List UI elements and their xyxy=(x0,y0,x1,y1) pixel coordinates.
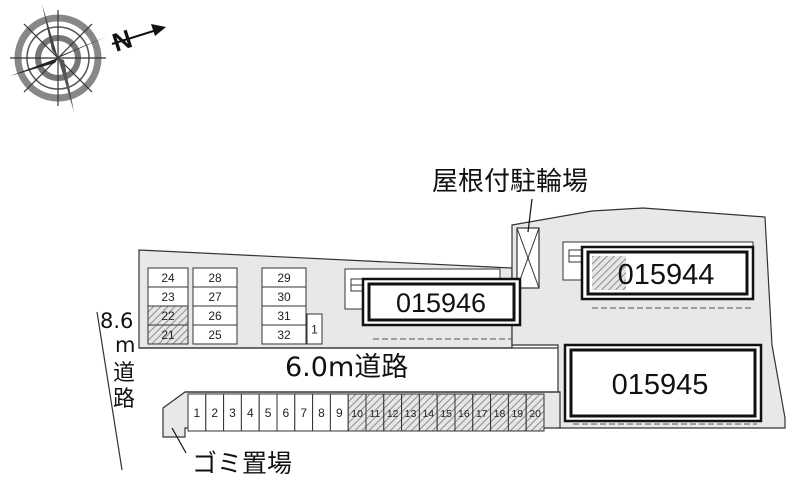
parking-slot-number: 30 xyxy=(277,290,291,304)
building-015946: 015946 xyxy=(344,268,522,340)
parking-slot-number: 31 xyxy=(277,309,291,323)
garbage-area-leader xyxy=(171,427,187,454)
parking-slot-number: 25 xyxy=(208,328,222,342)
parking-slot-number: 11 xyxy=(369,408,380,420)
north-label: N xyxy=(109,23,136,57)
parking-slot-number: 3 xyxy=(229,406,236,420)
parking-slot-number: 13 xyxy=(405,408,417,420)
parking-slot-number: 32 xyxy=(277,328,291,342)
parking-slot-number: 18 xyxy=(494,408,506,420)
parking-slot-number: 4 xyxy=(247,406,254,420)
parking-slot-number: 10 xyxy=(351,408,363,420)
parking-slot-number: 16 xyxy=(458,408,470,420)
compass-rose-icon xyxy=(10,4,108,112)
building-015945: 015945 xyxy=(563,343,763,425)
parking-slot xyxy=(261,324,307,345)
parking-slot xyxy=(192,324,238,345)
building-code: 015946 xyxy=(396,288,486,318)
parking-slot-number: 15 xyxy=(440,408,452,420)
parking-slot-number: 21 xyxy=(161,328,175,342)
road-side-unit-label: m xyxy=(115,333,136,357)
covered-bike-parking xyxy=(516,227,540,289)
parking-slot-number: 27 xyxy=(208,290,222,304)
parking-slot-number: 9 xyxy=(336,406,343,420)
building-mark xyxy=(592,256,626,290)
covered-bike-parking-label: 屋根付駐輪場 xyxy=(432,167,589,197)
parking-slot-number: 1 xyxy=(311,323,318,337)
garbage-area-label: ゴミ置場 xyxy=(192,449,293,478)
road-main-label: 6.0m道路 xyxy=(285,352,409,383)
parking-slot-number: 12 xyxy=(387,408,399,420)
parking-slot-number: 26 xyxy=(208,309,222,323)
parking-slot-number: 7 xyxy=(300,406,307,420)
parking-slot-number: 29 xyxy=(277,271,291,285)
parking-slot-number: 5 xyxy=(265,406,272,420)
parking-slot-number: 19 xyxy=(511,408,523,420)
parking-slot xyxy=(306,313,323,345)
parking-slot-number: 8 xyxy=(318,406,325,420)
parking-slot-number: 22 xyxy=(161,309,175,323)
building-code: 015945 xyxy=(612,369,709,401)
parking-slot-number: 2 xyxy=(211,406,218,420)
road-side-edge xyxy=(96,311,123,471)
parking-slot-number: 24 xyxy=(161,271,175,285)
road-side-word-label: 道路 xyxy=(113,361,136,412)
north-arrow-icon xyxy=(111,24,166,45)
parking-slot-number: 1 xyxy=(194,406,201,420)
parking-slot-number: 23 xyxy=(161,290,175,304)
parking-slot-number: 17 xyxy=(476,408,488,420)
parking-slot xyxy=(147,324,189,345)
parking-slot-number: 28 xyxy=(208,271,222,285)
road-side-width-label: 8.6 xyxy=(100,309,134,333)
building-code: 015944 xyxy=(618,259,715,291)
parking-slot xyxy=(525,393,545,432)
parking-slot-number: 14 xyxy=(422,408,434,420)
parking-slot-number: 20 xyxy=(529,408,541,420)
building-015944: 015944 xyxy=(562,241,755,309)
bike-parking-leader xyxy=(527,198,533,233)
parking-slot-number: 6 xyxy=(283,406,290,420)
